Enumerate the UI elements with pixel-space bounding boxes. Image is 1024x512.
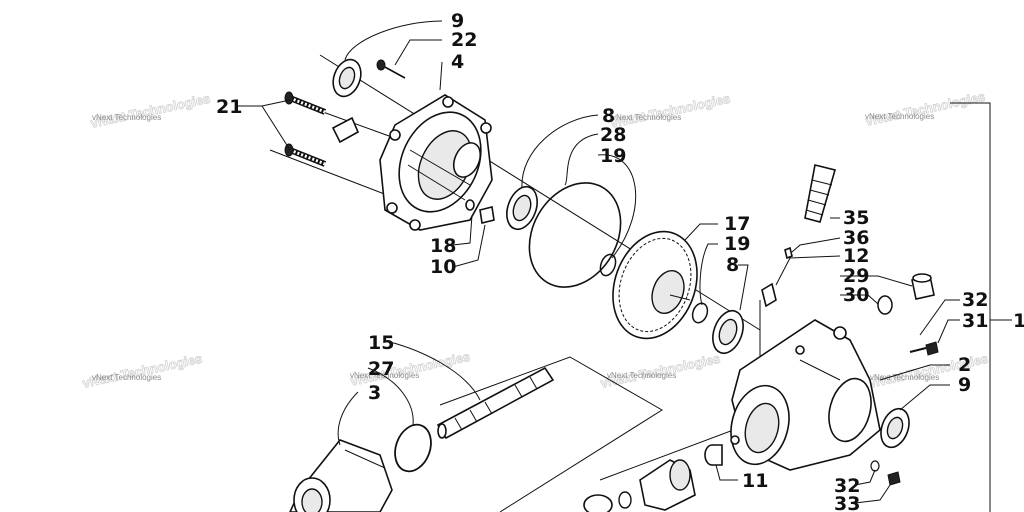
callout-2: 2 — [958, 354, 971, 376]
callout-33: 33 — [834, 493, 860, 512]
callout-30: 30 — [843, 284, 869, 306]
o-ring-part-27 — [394, 423, 432, 473]
washer-part-18 — [465, 199, 475, 211]
watermark: vNext Technologies — [350, 371, 419, 380]
breather-part-36 — [784, 246, 793, 260]
callout-31: 31 — [962, 310, 988, 332]
callout-32-top: 32 — [962, 289, 988, 311]
bolts-part-21 — [284, 91, 327, 167]
callout-labels: 9 22 4 21 8 28 19 17 19 8 18 10 35 36 12… — [216, 10, 1024, 512]
plug-part-10 — [479, 206, 495, 224]
callout-1: 1 — [1013, 310, 1024, 332]
bolt-part-22 — [376, 59, 406, 79]
drive-shaft-part-15 — [436, 366, 555, 440]
watermark: vNext Technologies — [612, 113, 681, 122]
seal-part-9-right — [880, 407, 910, 449]
seal-part-9-top — [332, 58, 362, 98]
bearing-part-8-mid — [712, 309, 744, 355]
callout-9-right: 9 — [958, 374, 971, 396]
boot-part-35 — [804, 164, 836, 223]
callout-29: 29 — [843, 265, 869, 287]
svg-text:vNext Technologies: vNext Technologies — [81, 351, 203, 391]
callout-8-mid: 8 — [726, 254, 739, 276]
callout-18: 18 — [430, 235, 456, 257]
callout-32-bottom: 32 — [834, 475, 860, 497]
bolt-part-33 — [870, 460, 901, 486]
shim-part-19-top — [599, 253, 617, 277]
bolt-part-31 — [909, 341, 939, 356]
watermark: vNext Technologies — [865, 112, 934, 121]
shim-part-19-mid — [691, 302, 709, 324]
callout-12: 12 — [843, 245, 869, 267]
callout-27: 27 — [368, 358, 394, 380]
plug-part-29 — [911, 273, 935, 300]
callout-35: 35 — [843, 207, 869, 229]
callout-19-top: 19 — [600, 145, 626, 167]
watermark: vNext Technologies — [870, 373, 939, 382]
callout-9-top: 9 — [451, 10, 464, 32]
svg-text:vNext Technologies: vNext Technologies — [89, 91, 211, 131]
bearing-part-8-top — [506, 185, 538, 231]
callout-10: 10 — [430, 256, 456, 278]
washer-part-30 — [877, 295, 893, 315]
gear-case-housing — [730, 319, 881, 471]
callout-15: 15 — [368, 332, 394, 354]
cover-housing-part-4 — [379, 94, 493, 231]
callout-19-mid: 19 — [724, 233, 750, 255]
breather-tube-part-12 — [761, 282, 777, 308]
watermark: vNext Technologies — [92, 113, 161, 122]
housing-part-3 — [289, 439, 393, 512]
svg-text:vNext Technologies: vNext Technologies — [864, 89, 986, 129]
callout-36: 36 — [843, 227, 869, 249]
leader-lines — [238, 20, 1012, 512]
svg-text:vNext Technologies: vNext Technologies — [609, 91, 731, 131]
o-ring-part-28 — [528, 182, 622, 288]
callout-4: 4 — [451, 51, 464, 73]
bearing-lower — [583, 491, 632, 512]
callout-22: 22 — [451, 29, 477, 51]
callout-3: 3 — [368, 382, 381, 404]
gasket-tab — [331, 116, 360, 144]
callout-17: 17 — [724, 213, 750, 235]
callout-21: 21 — [216, 96, 242, 118]
ring-gear-part-17 — [612, 230, 698, 340]
callout-8-top: 8 — [602, 105, 615, 127]
callout-11: 11 — [742, 470, 768, 492]
watermark: vNext Technologies — [92, 373, 161, 382]
pinion-gear — [639, 459, 696, 511]
bearing-part-11 — [704, 444, 723, 466]
callout-28: 28 — [600, 124, 626, 146]
watermark: vNext Technologies — [607, 371, 676, 380]
